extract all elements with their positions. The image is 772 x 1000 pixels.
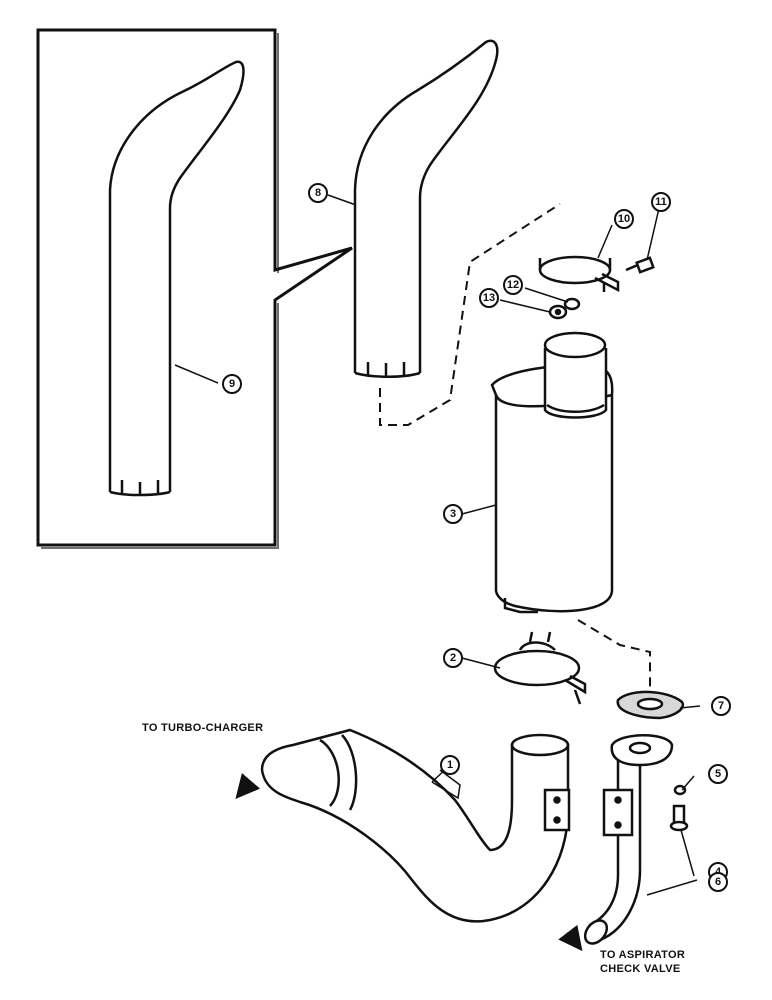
hex-nut <box>548 304 568 320</box>
exhaust-stack-long <box>108 60 245 497</box>
exhaust-elbow-pipe <box>260 728 571 923</box>
to-aspirator-label-line1: TO ASPIRATOR <box>600 949 686 961</box>
callout-8: 8 <box>308 183 328 203</box>
callout-10: 10 <box>614 209 634 229</box>
muffler <box>490 331 614 614</box>
callout-6: 6 <box>708 872 728 892</box>
turbo-arrow <box>235 773 261 800</box>
aspirator-arrow <box>558 924 583 952</box>
callout-1: 1 <box>440 755 460 775</box>
flange-washer <box>673 784 687 796</box>
callout-11: 11 <box>651 192 671 212</box>
assembly-dashed-line <box>379 203 561 426</box>
lock-washer <box>563 297 581 311</box>
to-aspirator-label-line2: CHECK VALVE <box>600 963 681 975</box>
callout-2: 2 <box>443 648 463 668</box>
inset-box <box>36 28 353 549</box>
callout-3: 3 <box>443 504 463 524</box>
callout-9: 9 <box>222 374 242 394</box>
lower-clamp <box>493 631 587 705</box>
callout-7: 7 <box>711 696 731 716</box>
gasket <box>616 690 685 720</box>
callout-5: 5 <box>708 764 728 784</box>
to-turbo-charger-label: TO TURBO-CHARGER <box>142 722 264 734</box>
callout-13: 13 <box>479 288 499 308</box>
muffler-to-gasket-dashed <box>577 619 651 688</box>
callout-12: 12 <box>503 275 523 295</box>
aspirator-pipe <box>583 734 674 945</box>
clamp-bolt <box>625 256 655 274</box>
flange-bolt <box>669 804 689 832</box>
exhaust-stack-short <box>353 39 499 378</box>
upper-clamp <box>538 255 620 293</box>
